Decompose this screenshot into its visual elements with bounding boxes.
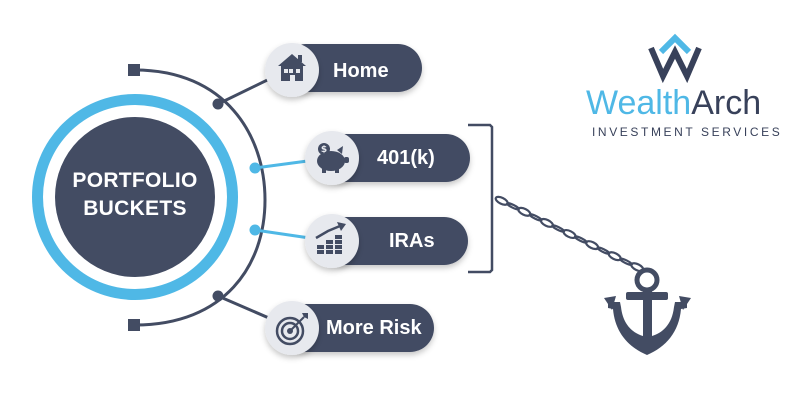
center-title-line1: PORTFOLIO bbox=[72, 169, 198, 192]
anchor-icon bbox=[604, 267, 691, 355]
wa-mountain-logo-icon bbox=[648, 33, 702, 84]
chain bbox=[494, 195, 645, 273]
bucket-more-risk bbox=[265, 301, 434, 355]
svg-text:$: $ bbox=[321, 145, 327, 155]
main-arc bbox=[133, 68, 267, 327]
brand-name-part2: Arch bbox=[691, 84, 762, 122]
brand-name: WealthArch bbox=[586, 84, 761, 122]
connector-lines bbox=[133, 66, 332, 330]
bucket-home-label: Home bbox=[333, 60, 389, 82]
house-icon bbox=[278, 54, 306, 81]
junction-dot-more-risk bbox=[212, 290, 224, 302]
junction-dot-iras bbox=[249, 224, 261, 236]
bucket-401k-label: 401(k) bbox=[377, 147, 435, 169]
brand-tagline: INVESTMENT SERVICES bbox=[592, 125, 783, 139]
bucket-iras-label: IRAs bbox=[389, 230, 435, 252]
piggy-bank-icon: $ bbox=[317, 143, 349, 173]
bracket bbox=[468, 123, 494, 274]
bucket-more-risk-label: More Risk bbox=[326, 317, 422, 339]
bucket-iras bbox=[305, 214, 468, 268]
junction-dot-401k bbox=[249, 162, 261, 174]
bucket-home bbox=[265, 43, 422, 97]
brand-name-part1: Wealth bbox=[586, 84, 692, 122]
center-circle bbox=[32, 94, 238, 300]
arc-end-square-top bbox=[128, 64, 140, 76]
junction-dot-home bbox=[212, 98, 224, 110]
bucket-401k: $ bbox=[305, 131, 470, 185]
center-title-line2: BUCKETS bbox=[83, 197, 187, 220]
center-title: PORTFOLIO BUCKETS bbox=[40, 167, 230, 223]
growth-chart-icon bbox=[315, 222, 346, 254]
target-icon bbox=[275, 313, 308, 346]
arc-end-square-bottom bbox=[128, 319, 140, 331]
